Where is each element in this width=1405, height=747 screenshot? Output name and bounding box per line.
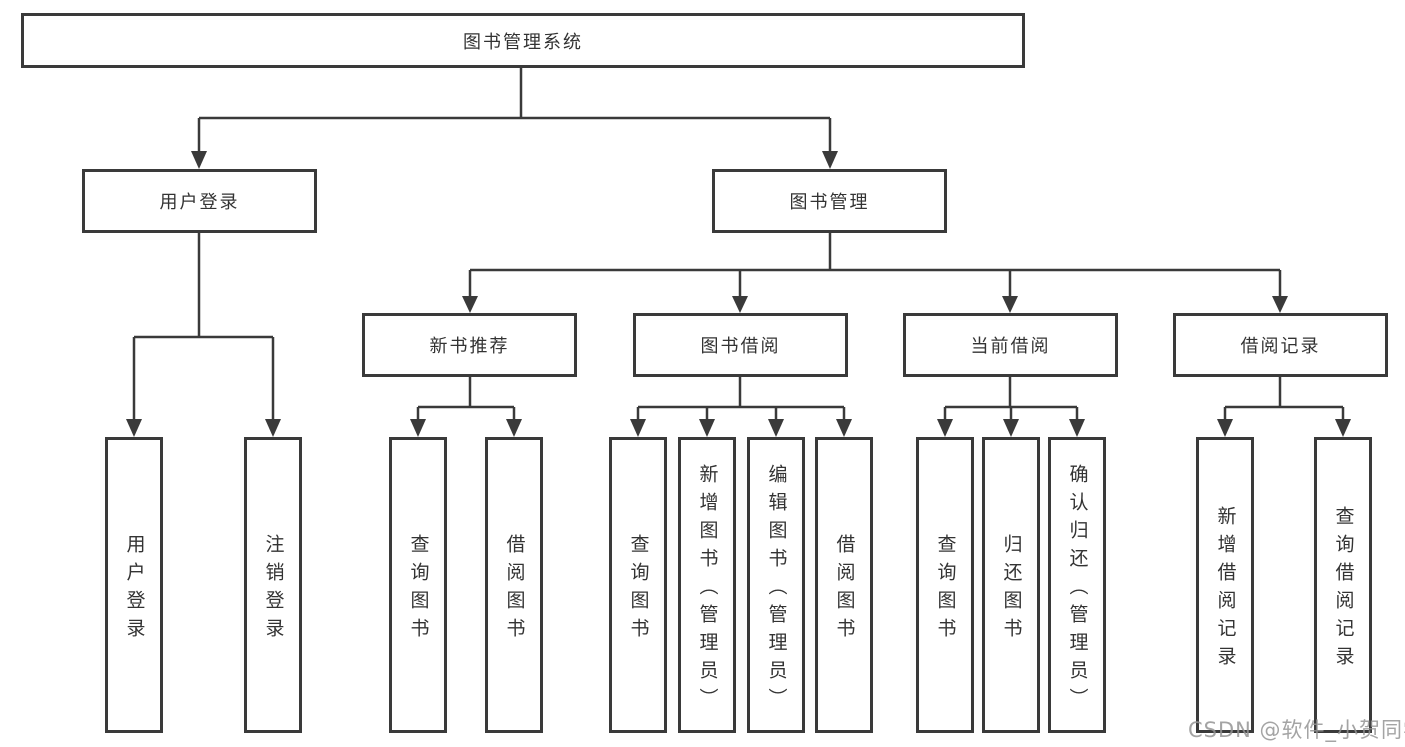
leaf-borrow-book-label: 借阅图书: [833, 533, 856, 646]
leaf-query-borrow-record-label: 查询借阅记录: [1332, 505, 1355, 674]
connector-current-to-leaves: [943, 377, 1079, 421]
leaf-query-book-borrowing-label: 查询图书: [627, 533, 650, 646]
node-borrowing-records: 借阅记录: [1173, 313, 1388, 377]
node-current-borrowing-label: 当前借阅: [970, 336, 1051, 357]
leaf-return-book-label: 归还图书: [1000, 533, 1023, 646]
connector-borrow-to-leaves: [636, 377, 846, 421]
connector-bookmgmt-to-level3: [468, 233, 1282, 298]
connector-records-to-leaves: [1223, 377, 1345, 421]
connector-newbook-to-leaves: [416, 377, 516, 421]
leaf-borrow-book: 借阅图书: [815, 437, 873, 733]
leaf-query-book-current-label: 查询图书: [934, 533, 957, 646]
leaf-borrow-book-recommend: 借阅图书: [485, 437, 543, 733]
leaf-query-book-recommend: 查询图书: [389, 437, 447, 733]
leaf-confirm-return-admin: 确认归还（管理员）: [1048, 437, 1106, 733]
node-book-management-group-label: 图书管理: [789, 192, 870, 213]
node-user-login-group-label: 用户登录: [159, 192, 240, 213]
leaf-add-book-admin: 新增图书（管理员）: [678, 437, 736, 733]
leaf-add-borrow-record: 新增借阅记录: [1196, 437, 1254, 733]
node-current-borrowing: 当前借阅: [903, 313, 1118, 377]
leaf-return-book: 归还图书: [982, 437, 1040, 733]
connector-userlogin-to-leaves: [132, 233, 275, 421]
node-system-root: 图书管理系统: [21, 13, 1025, 68]
node-system-root-label: 图书管理系统: [463, 31, 583, 53]
node-book-borrowing: 图书借阅: [633, 313, 848, 377]
leaf-query-borrow-record: 查询借阅记录: [1314, 437, 1372, 733]
node-book-management-group: 图书管理: [712, 169, 947, 233]
node-user-login-group: 用户登录: [82, 169, 317, 233]
leaf-confirm-return-admin-label: 确认归还（管理员）: [1066, 463, 1089, 716]
leaf-user-login-label: 用户登录: [123, 533, 146, 646]
node-new-book-recommend: 新书推荐: [362, 313, 577, 377]
leaf-logout: 注销登录: [244, 437, 302, 733]
leaf-add-borrow-record-label: 新增借阅记录: [1214, 505, 1237, 674]
connector-root-to-level2: [197, 67, 832, 153]
leaf-query-book-recommend-label: 查询图书: [407, 533, 430, 646]
node-new-book-recommend-label: 新书推荐: [429, 336, 510, 357]
leaf-edit-book-admin-label: 编辑图书（管理员）: [765, 463, 788, 716]
leaf-add-book-admin-label: 新增图书（管理员）: [696, 463, 719, 716]
leaf-edit-book-admin: 编辑图书（管理员）: [747, 437, 805, 733]
leaf-user-login: 用户登录: [105, 437, 163, 733]
node-borrowing-records-label: 借阅记录: [1240, 336, 1321, 357]
node-book-borrowing-label: 图书借阅: [700, 336, 781, 357]
leaf-query-book-borrowing: 查询图书: [609, 437, 667, 733]
leaf-borrow-book-recommend-label: 借阅图书: [503, 533, 526, 646]
watermark: CSDN @软件_小贺同学: [1188, 718, 1405, 742]
leaf-query-book-current: 查询图书: [916, 437, 974, 733]
leaf-logout-label: 注销登录: [262, 533, 285, 646]
